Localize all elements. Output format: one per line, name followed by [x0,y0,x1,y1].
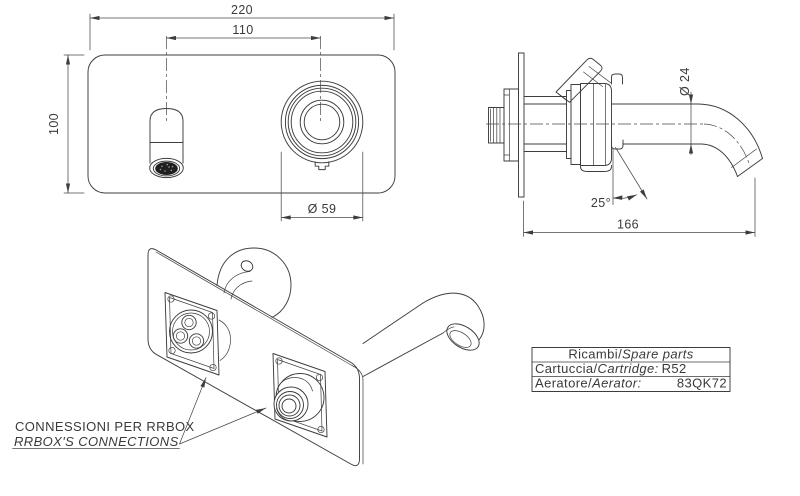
valve-body [523,73,624,172]
connections-label-it: CONNESSIONI PER RRBOX [15,419,195,434]
front-dimensions: 220 110 100 Ø 59 [47,3,395,222]
table-row-aerator: Aeratore/Aerator: [535,376,642,391]
iso-inlet-flange [164,292,231,376]
dim-label-angle: 25° [591,196,611,210]
aerator-nipple [273,386,309,422]
table-header: Ricambi/Spare parts [568,347,693,362]
aerator-face [155,162,178,175]
dim-label-height: 100 [47,113,61,135]
table-row-aerator-value: 83QK72 [677,376,727,391]
dim-label-length: 166 [617,218,639,232]
dim-label-knob-diameter: Ø 59 [308,202,337,216]
knob-notch [314,161,330,171]
iso-bell-housing [216,247,292,318]
connection-ports [172,314,205,349]
dim-label-width: 220 [231,3,253,17]
spare-parts-table: Ricambi/Spare parts Cartuccia/Cartridge:… [531,347,731,392]
front-plate [87,54,396,194]
connections-label-en: RRBOX'S CONNECTIONS [14,434,179,449]
side-view: Ø 24 25° 166 [486,52,763,237]
front-handle-knob [280,80,364,171]
front-view: 220 110 100 Ø 59 [47,3,396,222]
iso-spout-flange [272,353,328,438]
inlet-flange [503,88,519,162]
side-dimensions: Ø 24 25° 166 [523,67,756,237]
aerator-speckles [159,163,174,172]
threaded-inlet [488,107,505,144]
handle-lever [555,57,612,103]
connections-callout: CONNESSIONI PER RRBOX RRBOX'S CONNECTION… [12,377,267,449]
table-row-cartridge: Cartuccia/Cartridge:R52 [535,361,687,376]
dim-label-spout-diameter: Ø 24 [678,67,692,96]
iso-plate [147,248,364,467]
wall-plate-side [518,52,525,198]
spout-side [486,103,763,177]
iso-view: CONNESSIONI PER RRBOX RRBOX'S CONNECTION… [12,247,485,467]
iso-spout [362,292,485,377]
front-spout [149,108,184,179]
dim-label-spacing: 110 [232,23,253,37]
